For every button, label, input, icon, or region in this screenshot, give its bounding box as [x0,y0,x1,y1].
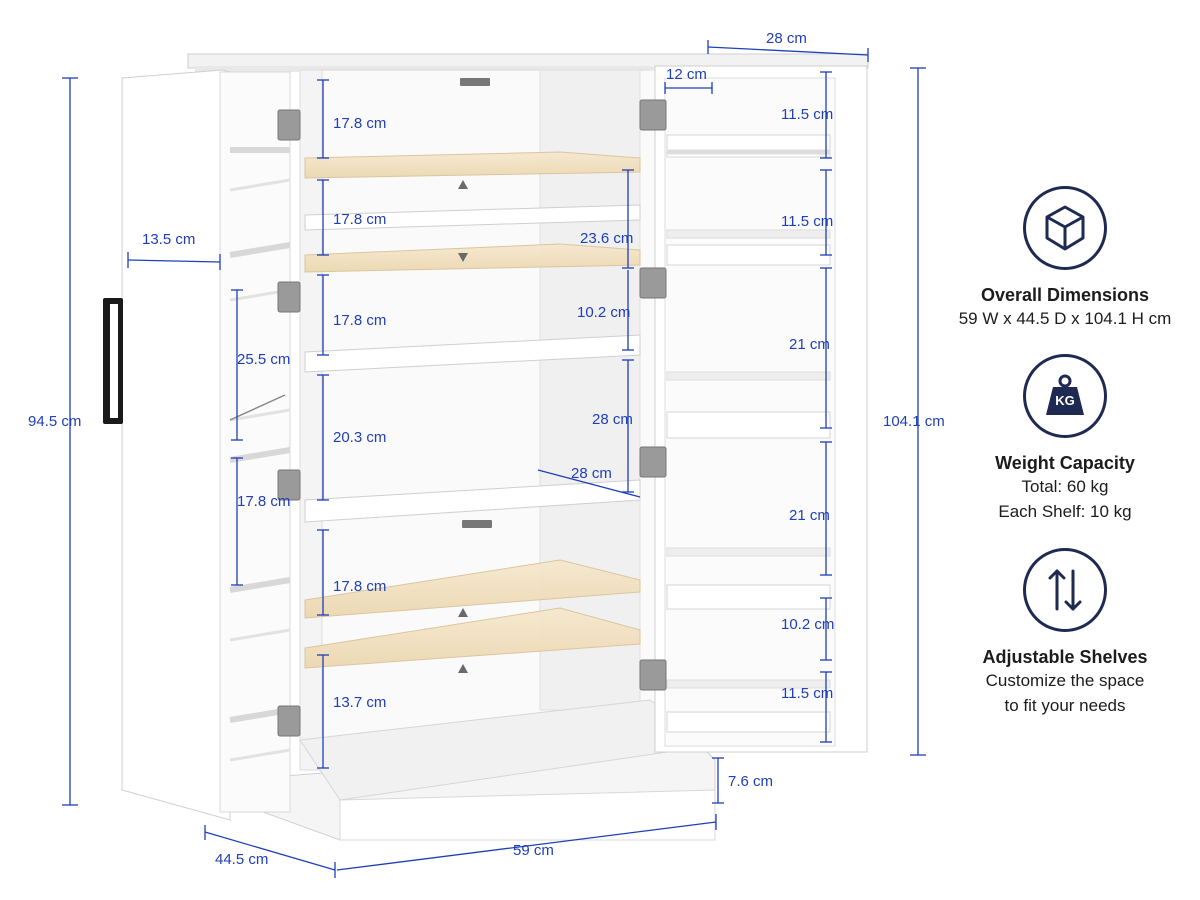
weight-badge: KG [1055,393,1075,408]
arrows-updown-icon [1048,569,1082,611]
dim-shelf-1: 17.8 cm [333,115,387,132]
weight-icon [1046,374,1084,415]
dim-door-depth: 28 cm [766,30,807,47]
shelf-white-2 [304,334,641,373]
shelf-white-1 [304,204,641,231]
dim-right-door-2: 11.5 cm [781,213,834,230]
dim-center-right-1: 23.6 cm [580,230,634,247]
feature-weight-capacity: KG Weight Capacity Total: 60 kg Each She… [945,354,1185,524]
feature-line: Each Shelf: 10 kg [998,502,1132,521]
feature-circle [1023,548,1107,632]
dim-center-right-3: 28 cm [592,411,633,428]
dim-shelf-4: 20.3 cm [333,429,387,446]
dim-right-door-5: 10.2 cm [781,616,835,633]
feature-line: Total: 60 kg [1021,477,1109,496]
feature-line: to fit your needs [1004,696,1126,715]
feature-adjustable-shelves: Adjustable Shelves Customize the space t… [945,548,1185,718]
dim-right-door-3: 21 cm [789,336,830,353]
feature-circle: KG [1023,354,1107,438]
shelf-wood-2 [304,243,641,273]
dim-height-total: 104.1 cm [883,413,945,430]
dim-shelf-5: 17.8 cm [333,578,387,595]
dim-door-gap: 12 cm [666,66,707,83]
shelf-wood-4 [304,607,641,669]
shelf-wood-3 [304,559,641,619]
dim-right-door-4: 21 cm [789,507,830,524]
dim-shelf-6: 13.7 cm [333,694,387,711]
feature-line: Customize the space [985,671,1145,690]
left-door-rack [219,71,291,813]
dim-left-rack-depth: 13.5 cm [142,231,196,248]
dim-center-right-2: 10.2 cm [577,304,631,321]
cube-icon [1045,205,1085,251]
feature-title: Overall Dimensions [980,285,1150,305]
feature-title: Adjustable Shelves [982,647,1148,667]
dim-right-door-6: 11.5 cm [781,685,834,702]
dim-center-right-4: 28 cm [571,465,612,482]
feature-title: Weight Capacity [995,453,1135,473]
shelf-white-3 [304,479,641,523]
dim-width: 59 cm [513,842,554,859]
dimension-lines [62,40,926,878]
dim-left-door-1: 25.5 cm [237,351,291,368]
feature-overall-dimensions: Overall Dimensions 59 W x 44.5 D x 104.1… [945,186,1185,331]
left-door [121,69,231,821]
feature-circle [1023,186,1107,270]
feature-line: 59 W x 44.5 D x 104.1 H cm [958,309,1172,328]
dim-height-doors: 94.5 cm [28,413,82,430]
shelf-wood-1 [304,151,641,179]
dim-plinth: 7.6 cm [728,773,774,790]
dim-shelf-2: 17.8 cm [333,211,387,228]
dim-shelf-3: 17.8 cm [333,312,387,329]
dim-depth: 44.5 cm [215,851,269,868]
dim-right-door-1: 11.5 cm [781,106,834,123]
dim-left-door-2: 17.8 cm [237,493,291,510]
